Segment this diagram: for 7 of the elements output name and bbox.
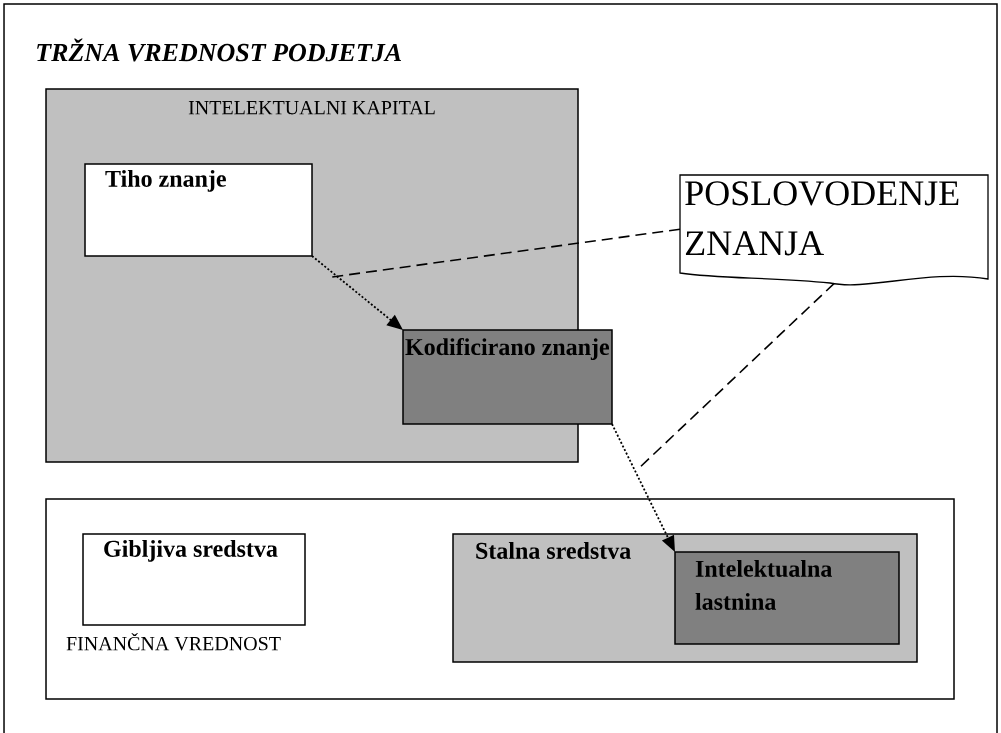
arrow — [311, 255, 403, 330]
process-box: Kodificirano znanje — [402, 329, 613, 425]
leader-line — [331, 228, 681, 278]
title: TRŽNA VREDNOST PODJETJA — [37, 38, 402, 62]
process-box: Gibljiva sredstva — [82, 533, 306, 626]
process-box: Intelektualna lastnina — [674, 551, 900, 645]
process-box: Tiho znanje — [84, 163, 313, 257]
